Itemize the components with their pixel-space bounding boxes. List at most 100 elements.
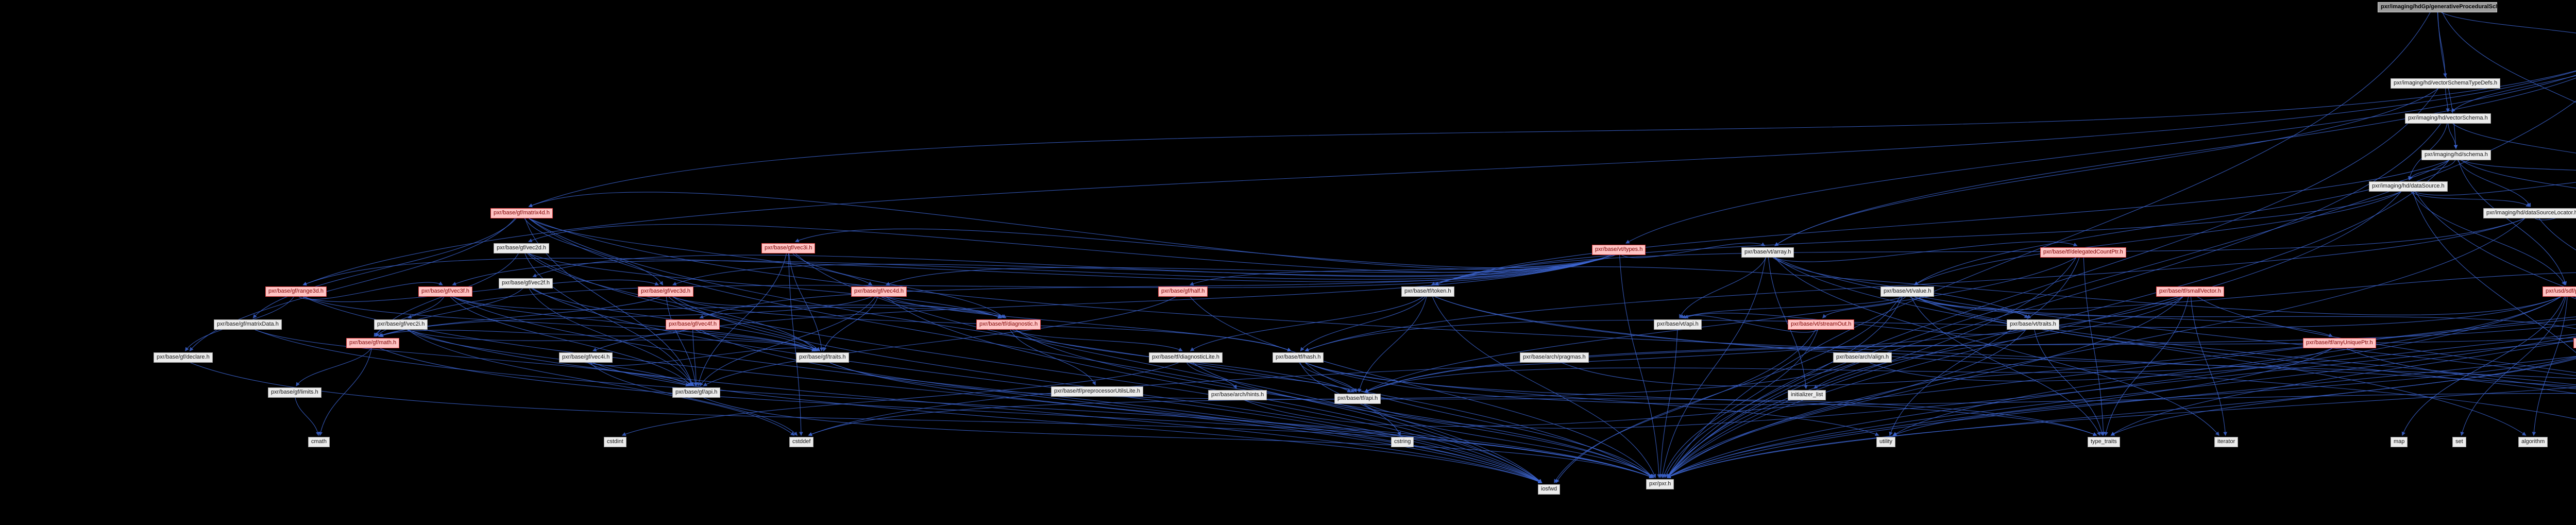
graph-node-gfv2f[interactable]: pxr/base/gf/vec2f.h [499,278,553,289]
graph-node-gfv3i[interactable]: pxr/base/gf/vec3i.h [761,243,816,253]
include-edge-gfm4d-iosfwd [529,218,1543,483]
graph-node-tfany[interactable]: pxr/base/tf/anyUniquePtr.h [2303,338,2376,348]
include-edge-vtval-iosfwd [1555,296,1901,483]
graph-node-tfdel[interactable]: pxr/base/tf/delegatedCountPtr.h [2040,247,2126,258]
graph-node-sch[interactable]: pxr/imaging/hd/schema.h [2421,150,2491,160]
graph-node-gfv3f[interactable]: pxr/base/gf/vec3f.h [418,286,472,297]
include-edge-sel-tdefs [2441,12,2576,33]
graph-node-gfv3d[interactable]: pxr/base/gf/vec3d.h [638,286,694,297]
graph-node-gfmath[interactable]: pxr/base/gf/math.h [346,338,400,348]
include-edge-tfhash-pxr [1305,362,1654,478]
graph-node-tfdiagl[interactable]: pxr/base/tf/diagnosticLite.h [1149,352,1223,363]
graph-node-vttraits[interactable]: pxr/base/vt/traits.h [2007,319,2059,330]
include-edge-tfpb-utility [1892,356,2576,436]
graph-node-vtdefs[interactable]: pxr/imaging/hd/vectorSchemaTypeDefs.h [2391,78,2501,89]
graph-node-archprag[interactable]: pxr/base/arch/pragmas.h [1520,352,1589,363]
include-edge-tftok-tfhash [1300,296,1426,351]
graph-node-vttypes[interactable]: pxr/base/vt/types.h [1592,245,1646,255]
include-edge-gfv4d-tfdiag [881,296,1007,318]
include-edge-gfv2f-gfapi [529,288,693,387]
graph-node-dloc[interactable]: pxr/imaging/hd/dataSourceLocator.h [2483,208,2576,218]
graph-node-tfdiag[interactable]: pxr/base/tf/diagnostic.h [976,319,1041,330]
include-edge-gfdecl-pxr [190,362,1654,479]
include-edge-gfv3d-gftraits [668,296,820,351]
graph-node-gfv2d[interactable]: pxr/base/gf/vec2d.h [494,243,550,253]
include-edge-gfv2d-gftraits [527,253,817,351]
graph-node-vtval[interactable]: pxr/base/vt/value.h [1880,286,1935,297]
include-edge-vsch-pxr [1667,123,2441,478]
include-edge-vttypes-gfv2i [407,255,1612,319]
include-edge-vtdefs-pxr [1667,88,2438,478]
graph-node-gfapi[interactable]: pxr/base/gf/api.h [672,387,721,398]
include-edge-vtval-pxr [1664,296,1903,479]
include-edge-gfv4f-iosfwd [700,329,1543,483]
graph-node-gfmdata[interactable]: pxr/base/gf/matrixData.h [214,319,282,330]
include-edge-tfdel-tfapi [1364,257,2076,393]
graph-node-tftok[interactable]: pxr/base/tf/token.h [1401,286,1454,297]
include-edge-sch-hdapi [2461,160,2576,171]
include-edge-gfhalf-gfapi [703,296,1176,386]
include-edge-dsrc-sdfpath [2411,191,2565,286]
include-edge-gfhalf-pxr [1190,296,1653,478]
graph-node-gfhalf[interactable]: pxr/base/gf/half.h [1158,286,1208,297]
include-edge-vtval-tftype [1914,272,2576,310]
graph-node-gfm4d[interactable]: pxr/base/gf/matrix4d.h [490,208,553,218]
graph-node-set: set [2452,437,2466,447]
include-edge-gfv4i-cstddef [589,362,798,436]
graph-node-gfv4i[interactable]: pxr/base/gf/vec4i.h [559,352,613,363]
include-edge-sel-pxr [1667,12,2431,479]
include-edge-gfv4i-iosfwd [592,362,1543,484]
include-edge-vttraits-pxr [1667,329,2026,478]
graph-node-initializer_list: initializer_list [1788,390,1826,400]
graph-node-gfr3d[interactable]: pxr/base/gf/range3d.h [265,286,327,297]
include-edge-vttypes-gfv3d [672,255,1612,286]
include-edge-gfv4d-gfapi [699,296,876,386]
graph-node-archhints[interactable]: pxr/base/arch/hints.h [1208,390,1267,400]
include-edge-gfv3d-gfapi [666,296,698,387]
graph-node-gfdecl[interactable]: pxr/base/gf/declare.h [154,352,213,363]
graph-node-vtarr[interactable]: pxr/base/vt/array.h [1741,247,1794,258]
include-edge-tfany-memory [2346,348,2576,389]
include-edge-tfapi-archattr [1364,341,2576,429]
include-edge-vtval-memory [1914,296,2576,385]
include-edge-gfm4d-gfmdata [252,218,517,318]
graph-node-vsch[interactable]: pxr/imaging/hd/vectorSchema.h [2405,113,2491,124]
graph-node-tfpre[interactable]: pxr/base/tf/preprocessorUtilsLite.h [1051,386,1143,397]
graph-node-tfpb[interactable]: pxr/base/tf/pointerAndBits.h [2573,338,2576,348]
graph-node-gftraits[interactable]: pxr/base/gf/traits.h [796,352,849,363]
graph-node-dsrc[interactable]: pxr/imaging/hd/dataSource.h [2369,181,2448,192]
include-edge-tfdiagl-cstdint [621,362,1179,436]
include-edge-gfv3i-tfdiag [792,253,1005,318]
include-edge-vttypes-gfv2d [528,224,1612,273]
include-edge-archhints-archdef [1244,316,2576,427]
include-edge-vtdefs-vtarr [1774,88,2438,246]
include-edge-tfsing-pxr [1666,356,2576,478]
include-edge-vtval-vtapi [1682,296,1903,319]
graph-node-archalign[interactable]: pxr/base/arch/align.h [1833,352,1892,363]
graph-node-vtstream[interactable]: pxr/base/vt/streamOut.h [1788,319,1855,330]
include-edge-sch-pxr [1667,160,2449,478]
graph-node-sdfpath[interactable]: pxr/usd/sdf/path.h [2543,286,2576,297]
include-edge-gfv4f-gftraits [695,329,821,351]
include-edge-vtarr-tfdel [1774,241,2078,262]
graph-node-gfv4f[interactable]: pxr/base/gf/vec4f.h [666,319,720,330]
include-edge-sdfpath-tftok [1434,266,2561,315]
include-edge-tdefs-gfm4d [528,70,2576,208]
include-edge-gfmath-cmath [318,348,372,436]
graph-node-pxr[interactable]: pxr/pxr.h [1646,479,1674,489]
graph-node-gflim[interactable]: pxr/base/gf/limits.h [268,387,321,398]
graph-node-tfhash[interactable]: pxr/base/tf/hash.h [1273,352,1324,363]
include-edge-tfdiagl-archhints [1187,362,1237,389]
include-edge-gfv4d-gfmath [379,296,872,337]
graph-node-vtapi[interactable]: pxr/base/vt/api.h [1654,319,1702,330]
graph-node-tfsmall[interactable]: pxr/base/tf/smallVector.h [2156,286,2224,297]
graph-node-gfv2i[interactable]: pxr/base/gf/vec2i.h [374,319,428,330]
include-edge-tfsmall-type_traits [2104,296,2189,436]
graph-node-tfapi[interactable]: pxr/base/tf/api.h [1334,394,1381,404]
include-edge-vtarr-vtapi [1679,257,1767,319]
include-edge-gflim-cmath [295,397,320,436]
graph-node-gfv4d[interactable]: pxr/base/gf/vec4d.h [851,286,907,297]
include-edge-vttypes-gfv3i [794,228,1612,268]
include-edge-tfdiag-tfpre [1010,329,1096,386]
include-edge-gfv2d-gfapi [524,253,693,387]
